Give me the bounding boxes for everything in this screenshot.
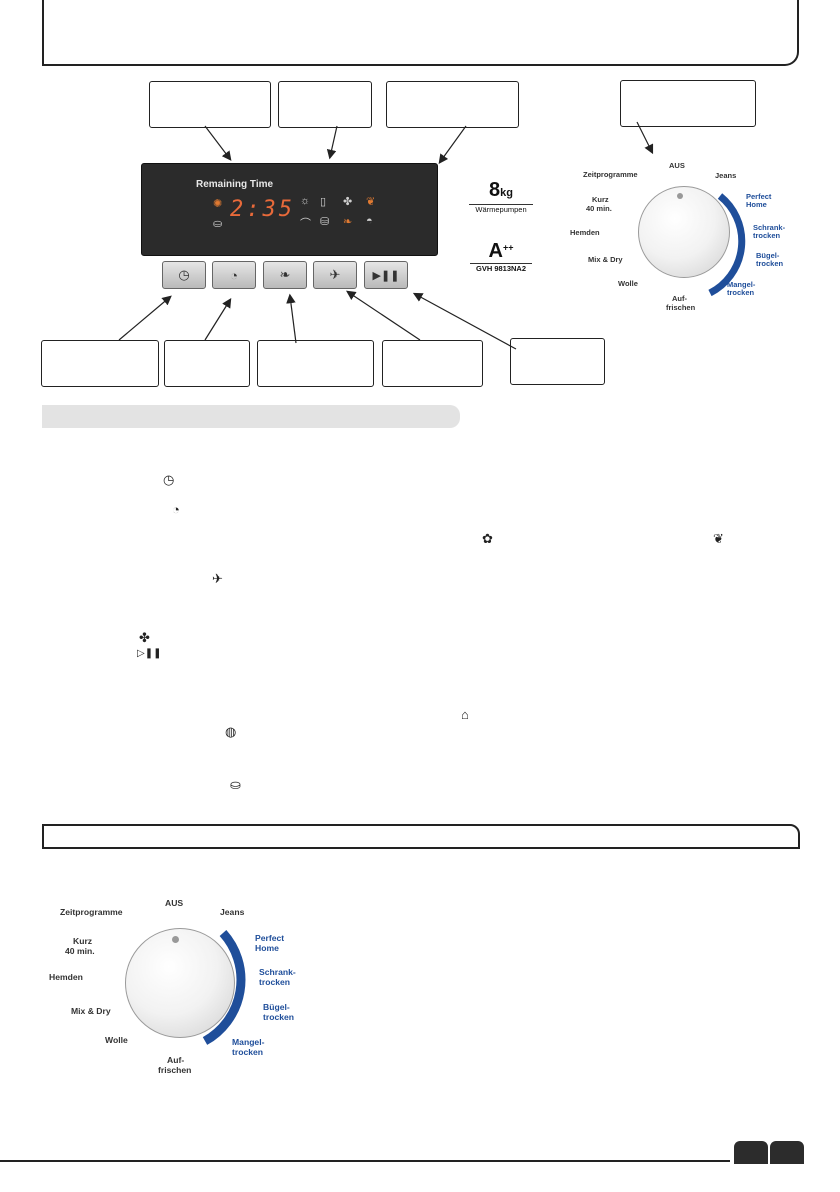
hanger-icon: ⌒ xyxy=(300,218,311,230)
dial-label-home: Home xyxy=(746,200,767,209)
footer-rule xyxy=(0,1160,730,1162)
delay-icon: ◔ xyxy=(230,267,238,283)
capacity-block: 8kg Wärmepumpen xyxy=(465,179,537,214)
dial-label-timeprograms: Zeitprogramme xyxy=(60,907,123,917)
dial-label-mangle-dry: trocken xyxy=(727,288,755,297)
callout-box xyxy=(386,81,519,128)
dryer-type: Wärmepumpen xyxy=(469,204,533,214)
iron-icon: ✈ xyxy=(329,267,341,282)
program-knob[interactable] xyxy=(125,928,235,1038)
dial-label-timeprograms: Zeitprogramme xyxy=(583,170,638,179)
program-knob[interactable] xyxy=(638,186,730,278)
sun-icon: ☼ xyxy=(300,195,311,207)
sensor-icon: ✿ xyxy=(482,531,493,546)
dial-label-wardrobe: Schrank- xyxy=(753,223,786,232)
easy-iron-icon: ✈ xyxy=(212,571,223,586)
dial-label-jeans: Jeans xyxy=(220,907,245,917)
leaf-icon: ❧ xyxy=(279,267,291,282)
capacity-value: 8 xyxy=(489,179,501,201)
callout-box xyxy=(41,340,159,387)
dial-label-perfect: Perfect xyxy=(746,192,772,201)
globe-icon: ◍ xyxy=(225,724,237,739)
clock-icon: ◷ xyxy=(178,267,190,282)
section-heading-frame xyxy=(42,824,800,849)
control-panel-display: Remaining Time 2:35 ✺ ⛀ ☼ ▯ ✤ ❦ ⌒ ⛁ ❧ ◓ xyxy=(141,163,438,256)
fan-icon: ✤ xyxy=(139,630,150,645)
dial-label-short: Kurz xyxy=(73,936,93,946)
dial-label-short: Kurz xyxy=(592,195,609,204)
page-tab xyxy=(734,1141,768,1164)
callout-box xyxy=(620,80,756,127)
page-tab xyxy=(770,1141,804,1164)
feather-icon: ❦ xyxy=(366,196,376,208)
energy-class: A xyxy=(488,240,503,262)
basket-icon: ⛁ xyxy=(320,216,330,228)
clock-icon: ◷ xyxy=(163,472,175,487)
eco-button[interactable]: ❧ xyxy=(263,261,307,289)
dial-label-mangle: Mangel- xyxy=(232,1037,265,1047)
energy-block: A++ GVH 9813NA2 xyxy=(468,240,534,273)
time-program-button[interactable]: ◷ xyxy=(162,261,206,289)
dial-label-shirts: Hemden xyxy=(49,972,83,982)
dial-label-iron-dry: trocken xyxy=(756,259,784,268)
leaf-indicator-icon: ❧ xyxy=(343,216,353,228)
program-dial-upper: AUS Zeitprogramme Kurz 40 min. Hemden Mi… xyxy=(570,158,790,323)
dial-label-40min: 40 min. xyxy=(586,204,612,213)
callout-box xyxy=(257,340,374,387)
feather-icon: ❦ xyxy=(713,531,724,546)
dial-label-refresh-2: frischen xyxy=(158,1065,192,1075)
dial-label-iron: Bügel- xyxy=(756,251,780,260)
dial-label-mixdry: Mix & Dry xyxy=(71,1006,111,1016)
fan-icon: ✤ xyxy=(343,196,353,208)
delay-start-button[interactable]: ◔ xyxy=(212,261,256,289)
tank-icon: ⛀ xyxy=(230,777,241,792)
dial-label-wardrobe-dry: trocken xyxy=(259,977,291,987)
dial-label-mangle-dry: trocken xyxy=(232,1047,264,1057)
time-display: 2:35 xyxy=(230,197,295,222)
dial-label-wool: Wolle xyxy=(105,1035,128,1045)
dial-off-label: AUS xyxy=(669,161,685,170)
energy-plus: ++ xyxy=(502,242,514,253)
dial-label-40min: 40 min. xyxy=(65,946,95,956)
program-dial-lower: AUS Zeitprogramme Kurz 40 min. Hemden Mi… xyxy=(45,893,310,1088)
knob-pointer xyxy=(677,193,683,199)
dial-label-wardrobe: Schrank- xyxy=(259,967,296,977)
play-pause-icon: ▷❚❚ xyxy=(137,648,162,659)
callout-box xyxy=(149,81,271,128)
callout-box xyxy=(382,340,483,387)
dial-label-mangle: Mangel- xyxy=(727,280,756,289)
iron-indicator-icon: ◓ xyxy=(366,215,373,227)
dial-label-perfect: Perfect xyxy=(255,933,285,943)
dial-label-refresh-1: Auf- xyxy=(167,1055,185,1065)
model-number: GVH 9813NA2 xyxy=(470,263,532,273)
home-euro-icon: ⌂ xyxy=(461,707,469,722)
play-pause-icon: ▶❚❚ xyxy=(372,269,400,282)
wardrobe-icon: ▯ xyxy=(320,196,327,208)
dial-label-mixdry: Mix & Dry xyxy=(588,255,623,264)
callout-box xyxy=(510,338,605,385)
callout-box xyxy=(164,340,250,387)
dial-label-iron-dry: trocken xyxy=(263,1012,295,1022)
dial-label-refresh-1: Auf- xyxy=(672,294,687,303)
dial-label-refresh-2: frischen xyxy=(666,303,696,312)
delay-icon: ◔ xyxy=(172,502,180,517)
dial-label-wardrobe-dry: trocken xyxy=(753,231,781,240)
section-heading-bar xyxy=(42,405,460,428)
dial-off-label: AUS xyxy=(165,898,184,908)
dial-label-jeans: Jeans xyxy=(715,171,737,180)
knob-pointer xyxy=(172,936,179,943)
capacity-unit: kg xyxy=(500,187,513,199)
sensor-indicator-icon: ✺ xyxy=(213,198,223,210)
callout-box xyxy=(278,81,372,128)
tank-indicator-icon: ⛀ xyxy=(213,218,223,230)
start-pause-button[interactable]: ▶❚❚ xyxy=(364,261,408,289)
easy-iron-button[interactable]: ✈ xyxy=(313,261,357,289)
dial-label-wool: Wolle xyxy=(618,279,638,288)
dial-label-iron: Bügel- xyxy=(263,1002,290,1012)
dial-label-home: Home xyxy=(255,943,279,953)
page-header-frame xyxy=(42,0,799,66)
callout-arrows xyxy=(118,121,654,350)
remaining-time-label: Remaining Time xyxy=(196,179,274,190)
dial-label-shirts: Hemden xyxy=(570,228,600,237)
